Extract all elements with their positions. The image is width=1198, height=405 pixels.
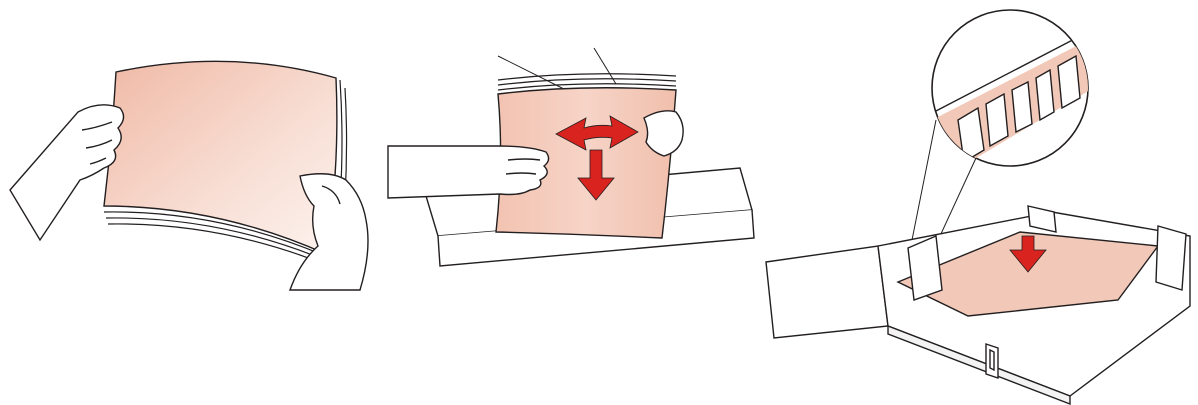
paper-tray — [765, 205, 1191, 405]
paper-stack-edges — [103, 79, 348, 269]
left-hand-icon — [9, 104, 125, 242]
right-hand-icon — [289, 173, 369, 291]
fan-paper-stack-panel — [9, 60, 369, 291]
zoom-detail-circle — [931, 9, 1089, 167]
paper-stack-edges — [497, 73, 677, 91]
right-hand-icon — [643, 110, 684, 157]
align-paper-edges-panel — [387, 47, 755, 267]
left-hand-icon — [387, 145, 550, 199]
load-paper-tray-panel — [765, 9, 1191, 405]
push-down-arrow-icon — [1009, 235, 1047, 273]
paper-top-sheet — [103, 60, 338, 256]
paper-top-sheet — [495, 87, 677, 239]
straighten-arrows-icon — [555, 115, 639, 201]
tray-paper — [896, 231, 1160, 317]
guide-lines — [497, 47, 617, 93]
